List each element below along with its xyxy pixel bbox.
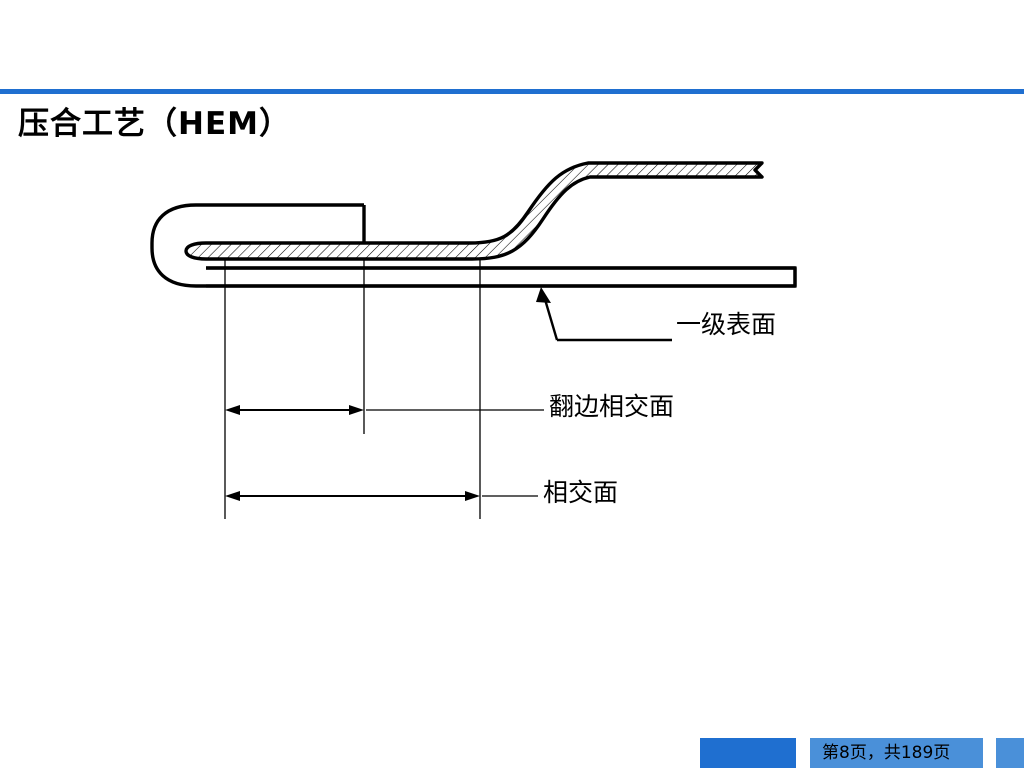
outer-panel-fold-outline <box>150 203 797 288</box>
footer-page-indicator: 第8页，共189页 <box>700 735 1024 768</box>
lower-panel-outline <box>206 266 797 288</box>
leader-arrowhead-class-a <box>536 287 551 303</box>
label-mating-face: 相交面 <box>543 478 619 507</box>
outer-panel-hem-fold <box>150 203 797 288</box>
leader-stem-class-a <box>542 295 559 341</box>
page-number-text: 第8页，共189页 <box>822 743 951 763</box>
footer-accent-block-right <box>996 738 1024 768</box>
dimension-arrowhead-right-mating <box>465 491 480 501</box>
page-title: 压合工艺（HEM） <box>18 106 291 142</box>
footer-accent-block-left <box>700 738 796 768</box>
footer-banner-background <box>810 738 983 768</box>
leader-class-a-surface <box>536 287 672 342</box>
dimension-flange-mating-face <box>225 405 544 415</box>
dimension-arrowhead-left-flange <box>225 405 240 415</box>
extension-lines <box>224 258 481 519</box>
label-class-a-surface: 一级表面 <box>676 310 777 339</box>
lower-outer-panel <box>206 266 797 288</box>
inner-panel-hatch-fill <box>186 163 762 259</box>
dimension-arrowhead-right-flange <box>349 405 364 415</box>
inner-flange-panel <box>184 161 764 261</box>
label-flange-mating-face: 翻边相交面 <box>549 392 675 421</box>
title-divider-rule <box>0 89 1024 94</box>
inner-panel-outline <box>184 161 764 261</box>
dimension-arrowhead-left-mating <box>225 491 240 501</box>
dimension-mating-face <box>225 491 538 501</box>
